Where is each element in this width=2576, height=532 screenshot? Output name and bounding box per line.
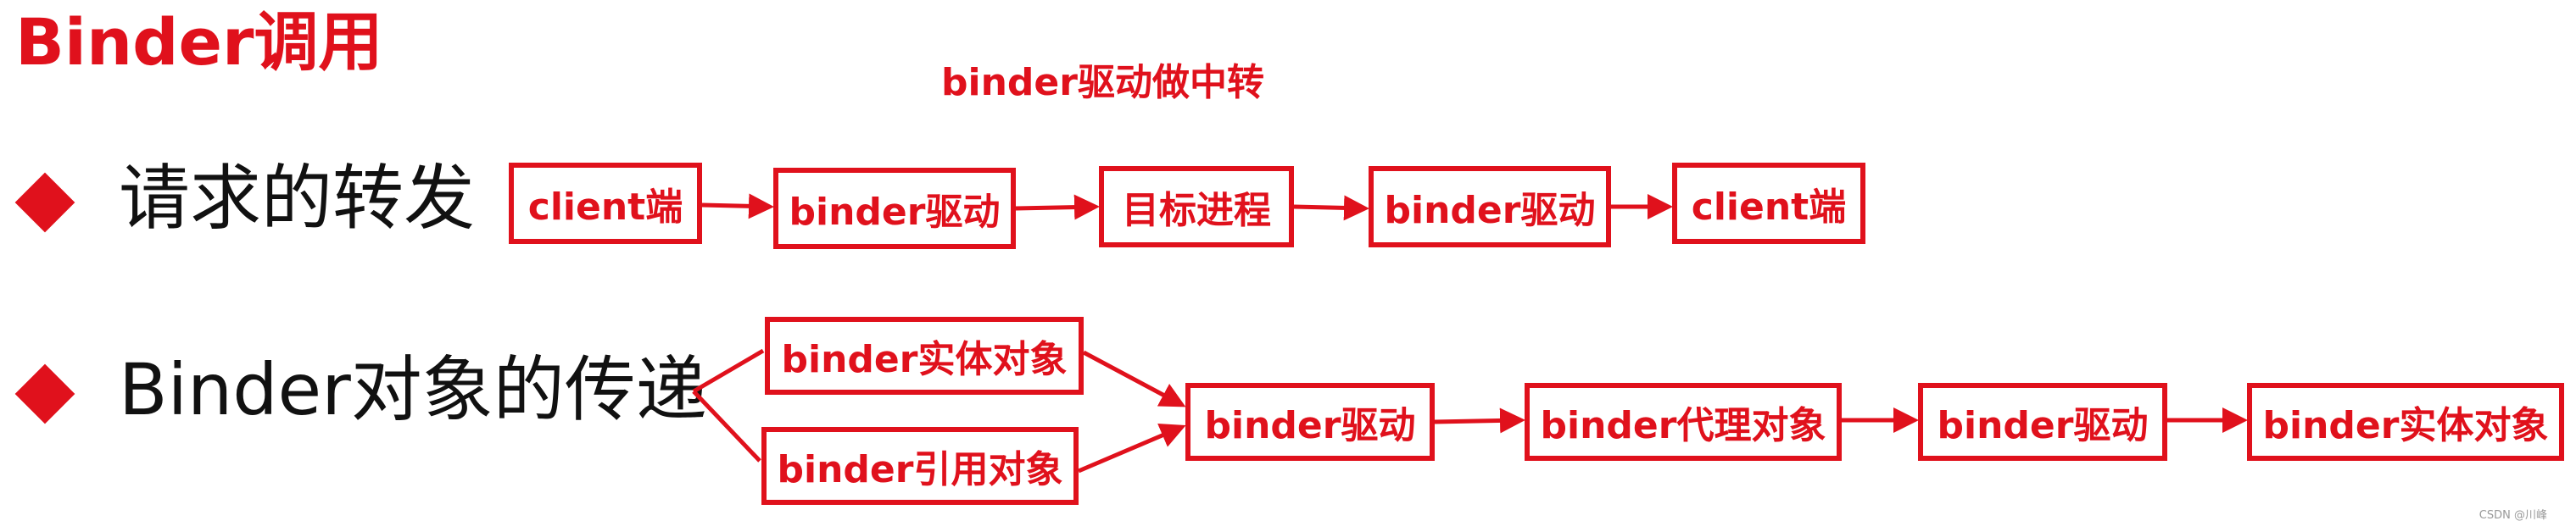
arrow-target-to-driver — [1293, 195, 1369, 221]
watermark: CSDN @川峰 — [2478, 509, 2547, 522]
arrow-driver-to-proxy — [1434, 407, 1525, 434]
node-binder-entity-source: binder实体对象 — [765, 317, 1084, 395]
arrow-entity-to-driver — [1082, 350, 1186, 407]
row-label-request-forwarding: 请求的转发 — [119, 157, 476, 240]
driver-relay-note: binder驱动做中转 — [941, 61, 1264, 104]
node-binder-driver-1: binder驱动 — [773, 168, 1016, 249]
node-binder-entity-target: binder实体对象 — [2247, 383, 2564, 461]
node-binder-driver-3: binder驱动 — [1185, 383, 1435, 461]
diagram-title: Binder调用 — [15, 4, 383, 80]
node-binder-reference: binder引用对象 — [761, 427, 1079, 505]
fork-line-upper — [692, 348, 765, 394]
node-binder-proxy: binder代理对象 — [1525, 383, 1842, 461]
node-target-process: 目标进程 — [1099, 166, 1294, 247]
arrow-reference-to-driver — [1078, 424, 1186, 474]
fork-line-lower — [692, 390, 761, 463]
arrow-client-to-driver — [701, 193, 774, 219]
node-client-end: client端 — [1672, 163, 1865, 244]
node-binder-driver-4: binder驱动 — [1918, 383, 2167, 461]
row-label-binder-object-transfer: Binder对象的传递 — [119, 348, 707, 431]
arrow-driver-to-target — [1015, 194, 1100, 220]
node-binder-driver-2: binder驱动 — [1369, 166, 1611, 247]
node-client-start: client端 — [509, 163, 702, 244]
